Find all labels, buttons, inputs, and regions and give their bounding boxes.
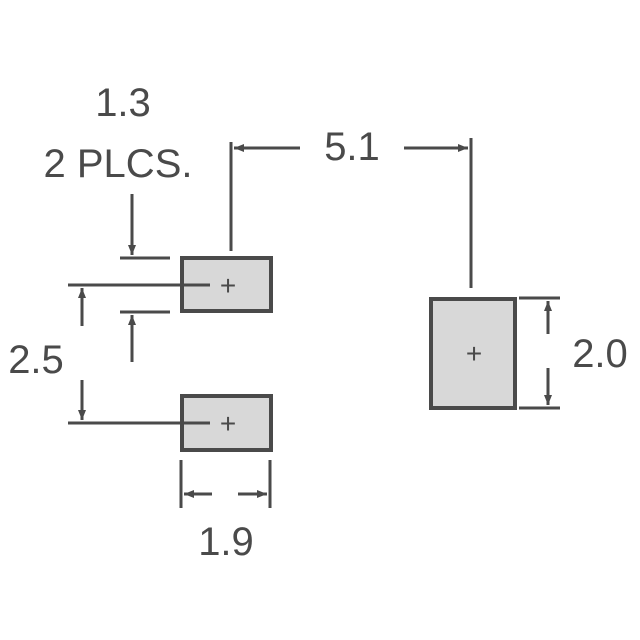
- pad-top-left-center-mark: +: [220, 270, 236, 301]
- dimension-label-2-5: 2.5: [8, 338, 64, 382]
- dimension-note-2-plcs: 2 PLCS.: [44, 142, 193, 186]
- dimension-label-2-0: 2.0: [572, 332, 628, 376]
- pad-bottom-left-center-mark: +: [220, 408, 236, 439]
- dimension-label-1-3: 1.3: [95, 81, 151, 125]
- pad-right-center-mark: +: [466, 338, 482, 369]
- pad-right-large: [429, 297, 517, 410]
- dimension-label-5-1: 5.1: [324, 125, 380, 169]
- dimension-label-1-9: 1.9: [198, 520, 254, 564]
